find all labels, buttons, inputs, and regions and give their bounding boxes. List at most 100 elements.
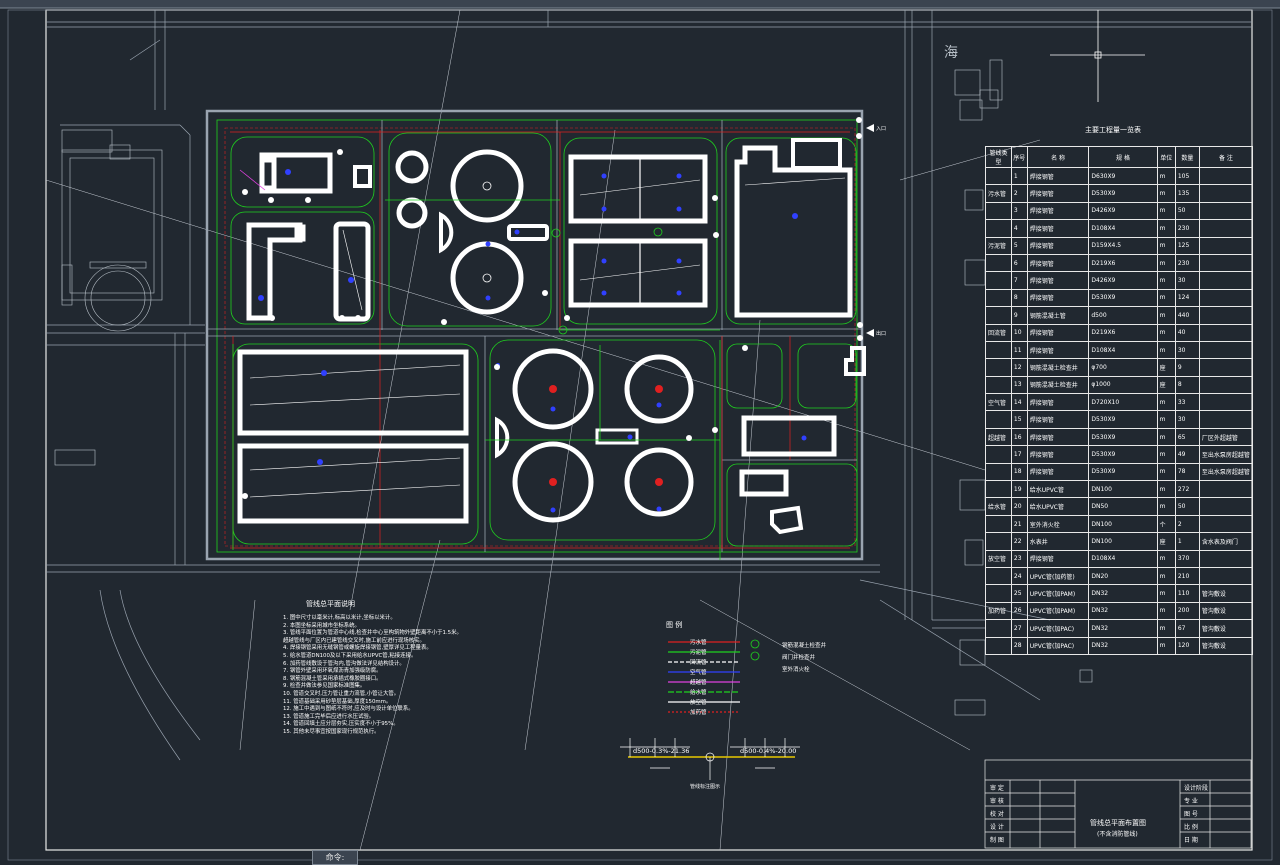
table-cell-group	[985, 584, 1012, 603]
table-cell-note	[1198, 253, 1254, 273]
table-cell-group: 超越管	[985, 427, 1012, 447]
table-cell-qty: 230	[1174, 219, 1200, 238]
table-cell-group	[985, 480, 1012, 499]
table-cell-qty: 9	[1174, 358, 1200, 377]
table-cell-name: 焊接钢管	[1026, 462, 1090, 482]
title-block-role: 审 定	[990, 785, 1004, 792]
pipe-label-left: d500-0.3%-21.36	[633, 747, 690, 755]
table-cell-unit: m	[1156, 480, 1176, 499]
table-cell-group: 放空管	[985, 549, 1012, 568]
drawing-subtitle: (不含消防管线)	[1097, 831, 1138, 838]
note-line: 超越管线与厂区内已建管线交叉时,施工前应进行现场核实。	[283, 637, 425, 644]
table-cell-no: 25	[1010, 584, 1028, 603]
table-cell-group: 污泥管	[985, 236, 1012, 255]
table-cell-no: 14	[1010, 393, 1028, 412]
note-line: 12. 施工中遇到与图纸不符时,应及时与设计单位联系。	[283, 706, 414, 713]
note-line: 9. 检查井做法参见国家标准图集。	[283, 683, 366, 690]
table-cell-note: 管沟敷设	[1198, 584, 1254, 603]
table-cell-unit: m	[1156, 410, 1176, 429]
structure-clarifier-2	[624, 354, 694, 424]
note-line: 15. 其他未尽事宜按国家现行规范执行。	[283, 728, 380, 735]
table-cell-qty: 370	[1174, 549, 1200, 568]
title-block-role: 校 对	[990, 811, 1004, 818]
note-line: 7. 钢管外壁采用环氧煤沥青加强级防腐。	[283, 668, 382, 675]
top-toolbar-strip	[0, 0, 1280, 8]
table-cell-no: 24	[1010, 566, 1028, 586]
table-cell-unit: m	[1156, 497, 1176, 516]
note-line: 10. 管道交叉时,压力管让重力流管,小管让大管。	[283, 690, 400, 697]
table-cell-group	[985, 410, 1012, 429]
legend-item: 污泥管	[690, 650, 707, 656]
table-cell-spec: DN20	[1088, 566, 1158, 586]
table-cell-no: 7	[1010, 271, 1028, 290]
table-cell-no: 22	[1010, 532, 1028, 551]
table-cell-spec: D108X4	[1088, 549, 1158, 568]
table-cell-unit: m	[1156, 219, 1176, 238]
table-cell-spec: D426X9	[1088, 271, 1158, 290]
legend-item: 给水管	[690, 690, 707, 696]
table-cell-no: 16	[1010, 427, 1028, 447]
table-cell-group: 给水管	[985, 497, 1012, 516]
table-cell-note	[1198, 393, 1254, 412]
table-cell-unit: 个	[1156, 514, 1176, 534]
table-cell-name: 焊接钢管	[1026, 184, 1090, 203]
table-cell-no: 12	[1010, 358, 1028, 377]
table-cell-group	[985, 271, 1012, 290]
table-cell-note	[1198, 201, 1254, 221]
structure-small-house	[739, 469, 789, 497]
table-cell-name: 焊接钢管	[1026, 288, 1090, 308]
table-cell-spec: D530X9	[1088, 410, 1158, 429]
table-cell-unit: m	[1156, 253, 1176, 273]
table-cell-group	[985, 201, 1012, 221]
title-block-role: 设 计	[990, 824, 1004, 831]
table-cell-spec: D219X6	[1088, 323, 1158, 342]
structure-small-circle-2	[396, 197, 428, 229]
table-cell-group	[985, 375, 1012, 395]
table-cell-qty: 30	[1174, 271, 1200, 290]
table-cell-group	[985, 566, 1012, 586]
table-cell-qty: 78	[1174, 462, 1200, 482]
table-cell-spec: φ1000	[1088, 375, 1158, 395]
existing-buildings-left	[54, 129, 163, 466]
pipe-label-right: d500-0.4%-20.00	[740, 747, 797, 755]
table-cell-name: 焊接钢管	[1026, 219, 1090, 238]
table-cell-group	[985, 306, 1012, 325]
table-cell-no: 18	[1010, 462, 1028, 482]
table-cell-unit: m	[1156, 393, 1176, 412]
table-cell-spec: DN100	[1088, 480, 1158, 499]
table-cell-note	[1198, 514, 1254, 534]
title-block-role: 审 核	[990, 798, 1004, 805]
table-cell-name: 钢筋混凝土检查井	[1026, 358, 1090, 377]
legend-item: 污水管	[690, 640, 707, 646]
table-cell-no: 9	[1010, 306, 1028, 325]
table-cell-no: 19	[1010, 480, 1028, 499]
table-cell-qty: 272	[1174, 480, 1200, 499]
table-cell-name: UPVC管(加PAM)	[1026, 601, 1090, 621]
table-cell-unit: 座	[1156, 358, 1176, 377]
table-cell-spec: D530X9	[1088, 427, 1158, 447]
table-cell-unit: 座	[1156, 375, 1176, 395]
table-cell-group	[985, 636, 1012, 655]
table-cell-no: 17	[1010, 445, 1028, 464]
table-cell-no: 11	[1010, 340, 1028, 360]
entrance-marker: 入口	[876, 126, 887, 132]
table-cell-note	[1198, 375, 1254, 395]
table-cell-note: 至出水泵房超越管	[1198, 462, 1254, 482]
table-cell-unit: m	[1156, 323, 1176, 342]
structure-long-tank-1	[237, 349, 469, 436]
table-cell-unit: m	[1156, 636, 1176, 655]
table-cell-group	[985, 253, 1012, 273]
table-cell-no: 5	[1010, 236, 1028, 255]
table-cell-unit: m	[1156, 619, 1176, 638]
structures[interactable]	[237, 138, 866, 535]
